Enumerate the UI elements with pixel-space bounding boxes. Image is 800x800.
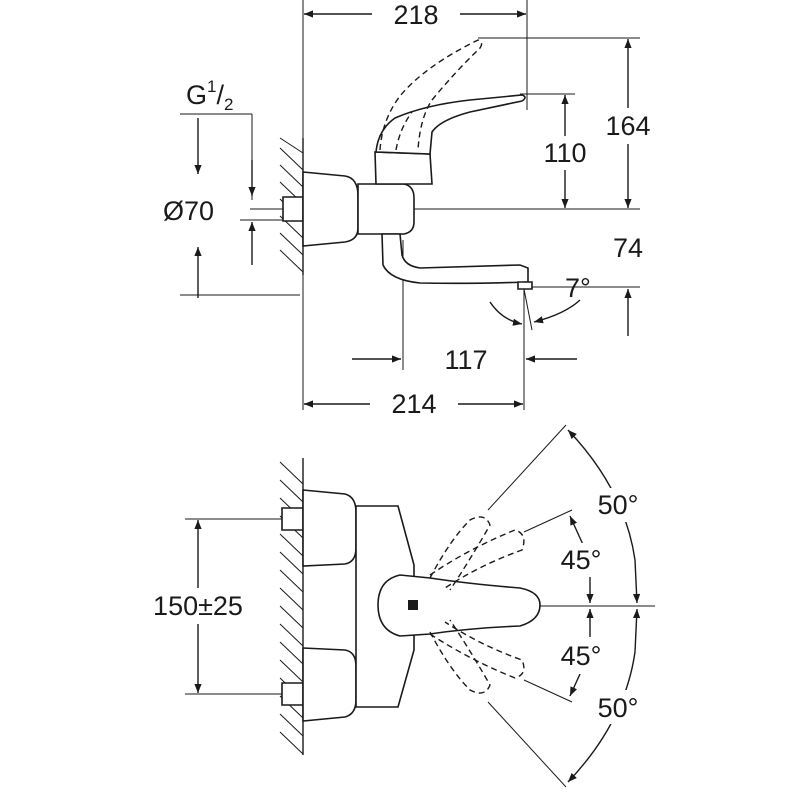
angle-outer-down-50: 50° [598, 693, 639, 723]
dim-width-218: 218 [393, 0, 438, 30]
dim-spout-angle-7: 7° [565, 273, 591, 303]
dim-diameter-70: Ø70 [163, 196, 214, 226]
dim-spout-reach-117: 117 [444, 345, 487, 375]
angle-inner-up-45: 45° [561, 545, 602, 575]
faucet-side-body [282, 39, 533, 290]
dim-connection-g-half: G1/2 [186, 77, 233, 114]
dim-height-110: 110 [543, 138, 586, 168]
wall-hatch-top [279, 458, 304, 755]
side-view: 218 164 110 G1/2 Ø70 74 7° 117 [163, 0, 664, 419]
dim-spout-height-74: 74 [613, 233, 643, 263]
top-view: 150±25 50° 45° 45° 50° [138, 424, 655, 788]
faucet-top-body [281, 489, 541, 722]
angle-outer-up-50: 50° [598, 490, 639, 520]
dim-centers-150: 150±25 [153, 591, 243, 621]
dim-height-164: 164 [605, 111, 650, 141]
angle-inner-down-45: 45° [561, 641, 602, 671]
dim-width-214: 214 [391, 389, 436, 419]
